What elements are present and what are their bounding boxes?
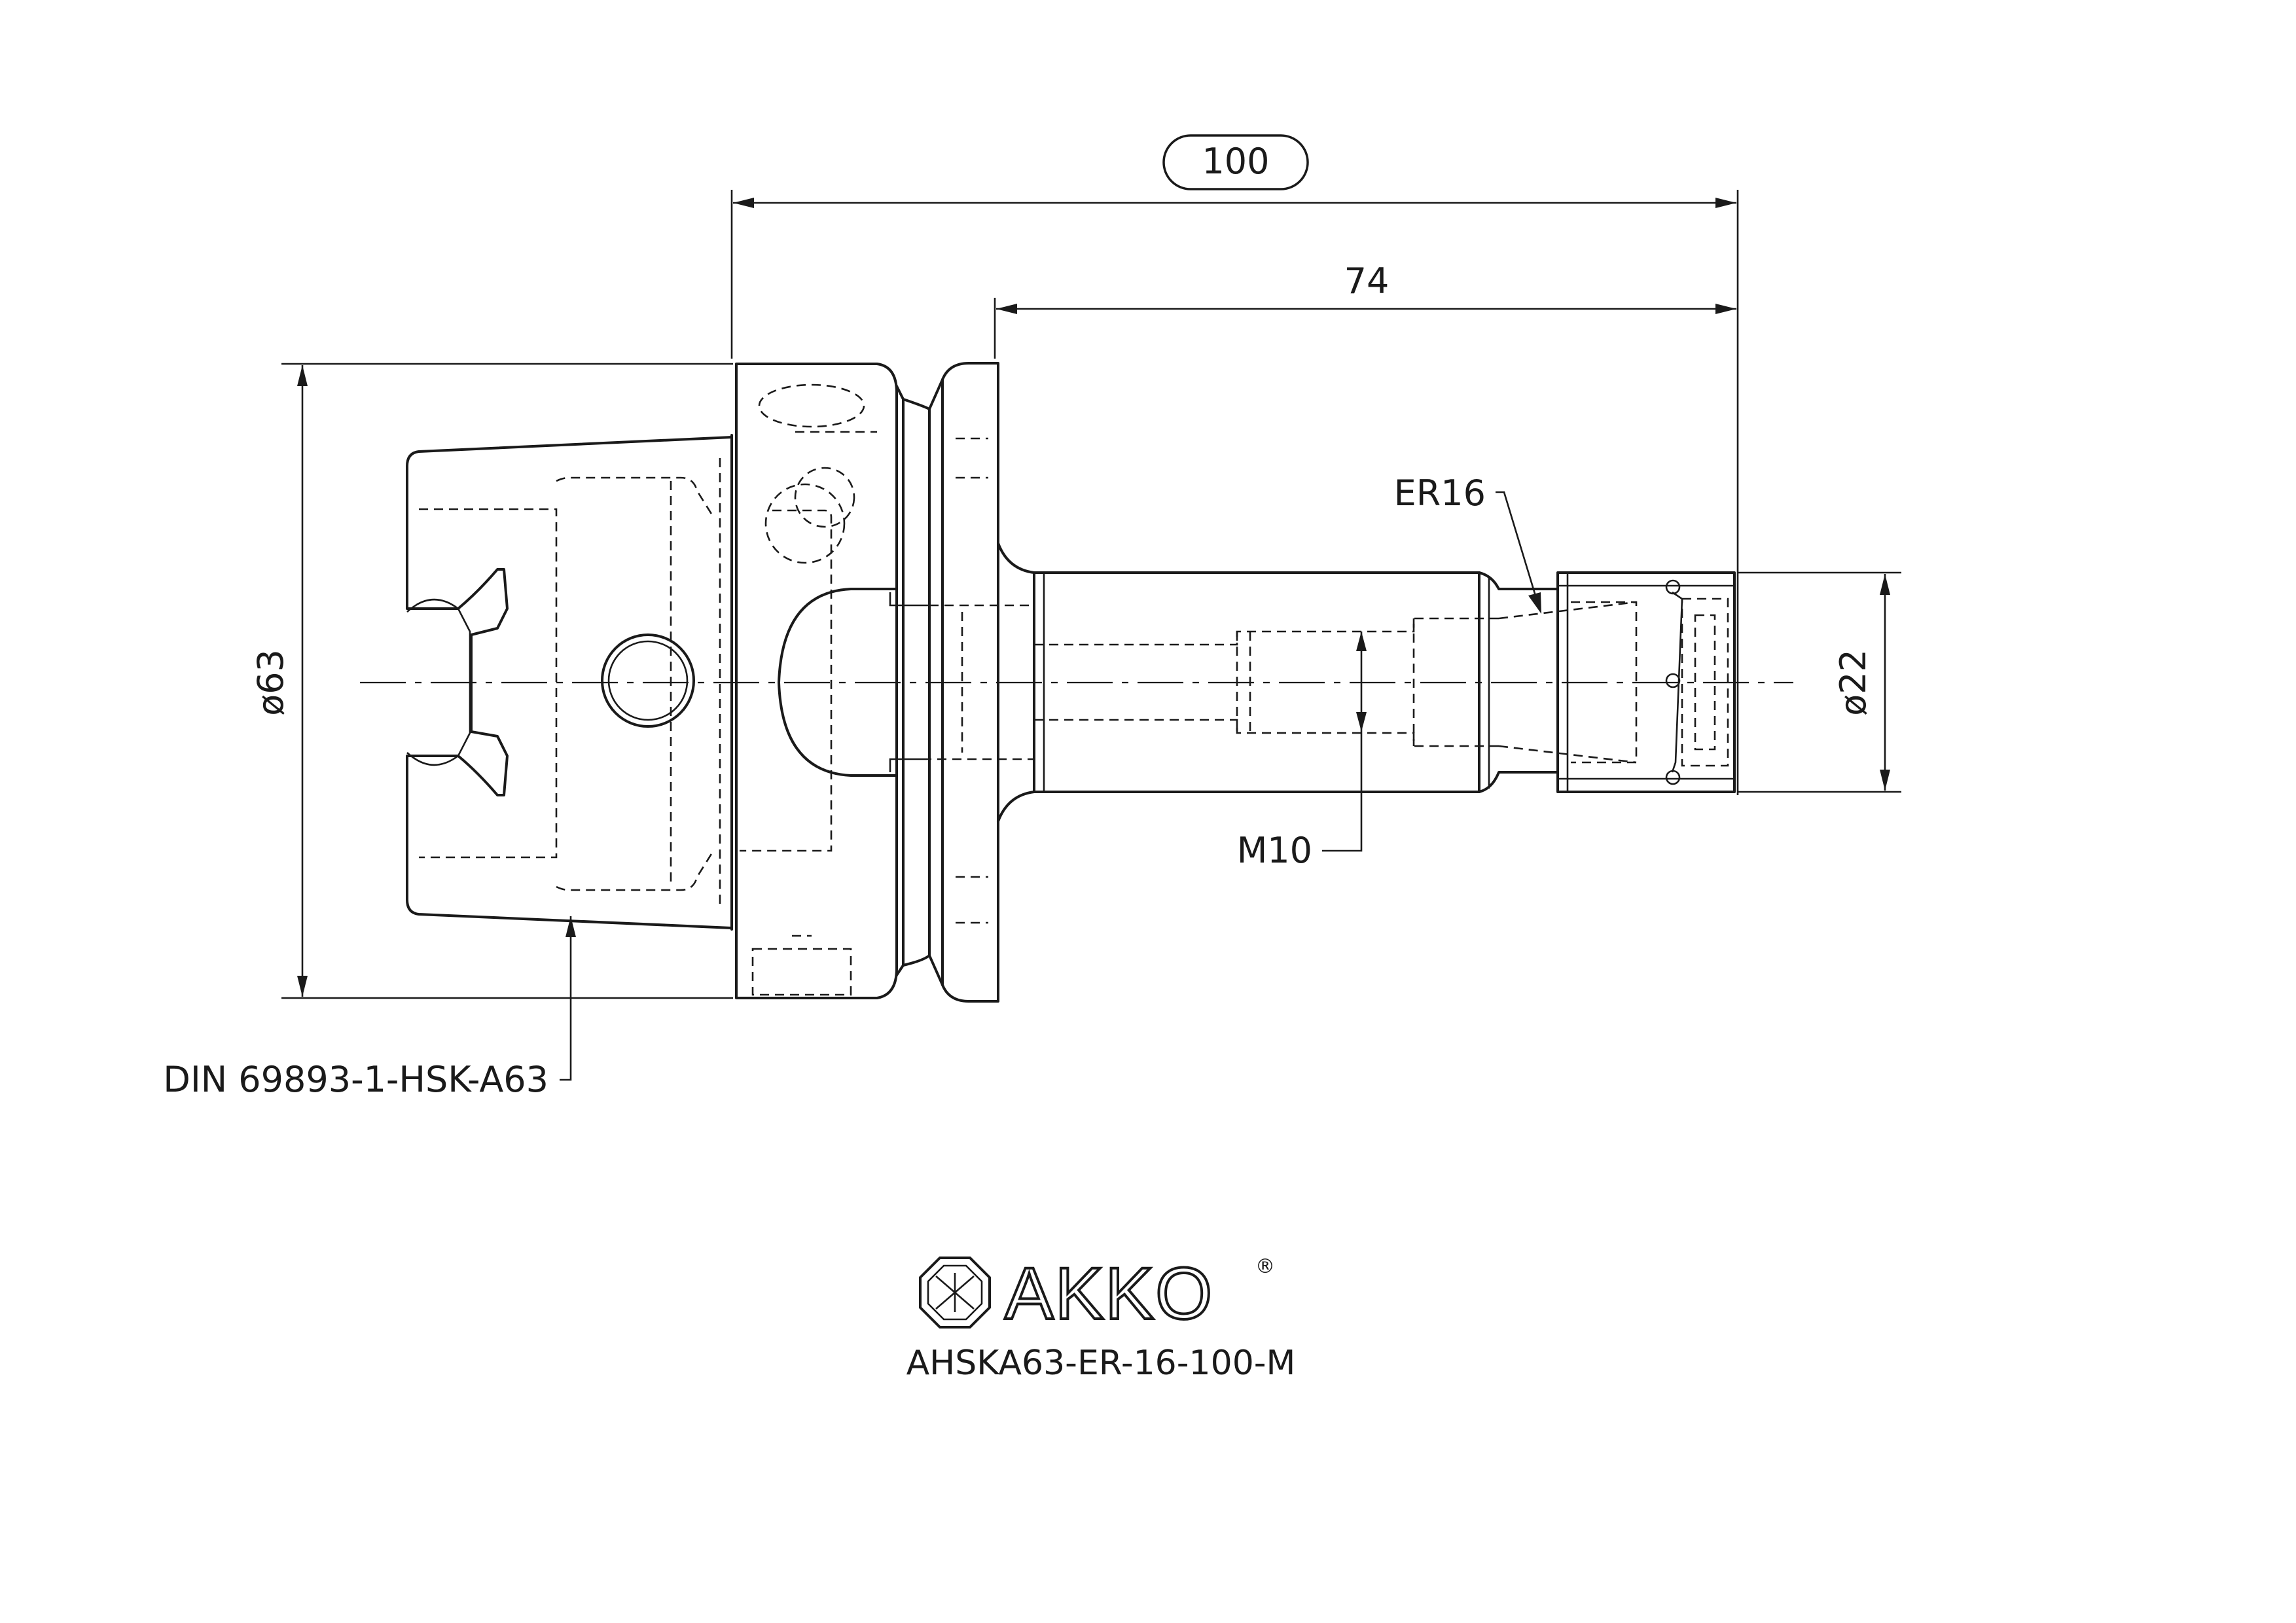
akko-logo: AKKO ®: [919, 1251, 1275, 1336]
callout-collet: ER16: [1394, 473, 1541, 614]
dimension-nose-diameter: ø22: [1833, 574, 1890, 791]
callout-taper-standard: DIN 69893-1-HSK-A63: [163, 916, 576, 1100]
dimension-74-label: 74: [1344, 260, 1390, 302]
flange-body: [735, 362, 1035, 1003]
brand-name: AKKO: [1005, 1253, 1213, 1334]
callout-thread: M10: [1237, 632, 1367, 871]
cross-hole: [601, 633, 695, 728]
hsk-taper-shank: [406, 434, 733, 931]
dimension-63-label: ø63: [250, 649, 291, 716]
registered-mark: ®: [1255, 1255, 1275, 1278]
dimension-extension-length: 74: [996, 260, 1736, 314]
akko-emblem-icon: [919, 1257, 991, 1329]
part-number: AHSKA63-ER-16-100-M: [906, 1344, 1296, 1383]
thread-callout-label: M10: [1237, 830, 1312, 871]
dimension-22-label: ø22: [1833, 649, 1874, 716]
collet-callout-label: ER16: [1394, 473, 1486, 514]
collet-nose: [1498, 571, 1736, 793]
taper-standard-label: DIN 69893-1-HSK-A63: [163, 1059, 548, 1100]
dimension-overall-length: 100: [733, 134, 1736, 208]
dimension-badge: [1162, 134, 1309, 190]
dimension-100-label: 100: [1202, 141, 1269, 182]
dimension-flange-diameter: ø63: [250, 365, 308, 997]
